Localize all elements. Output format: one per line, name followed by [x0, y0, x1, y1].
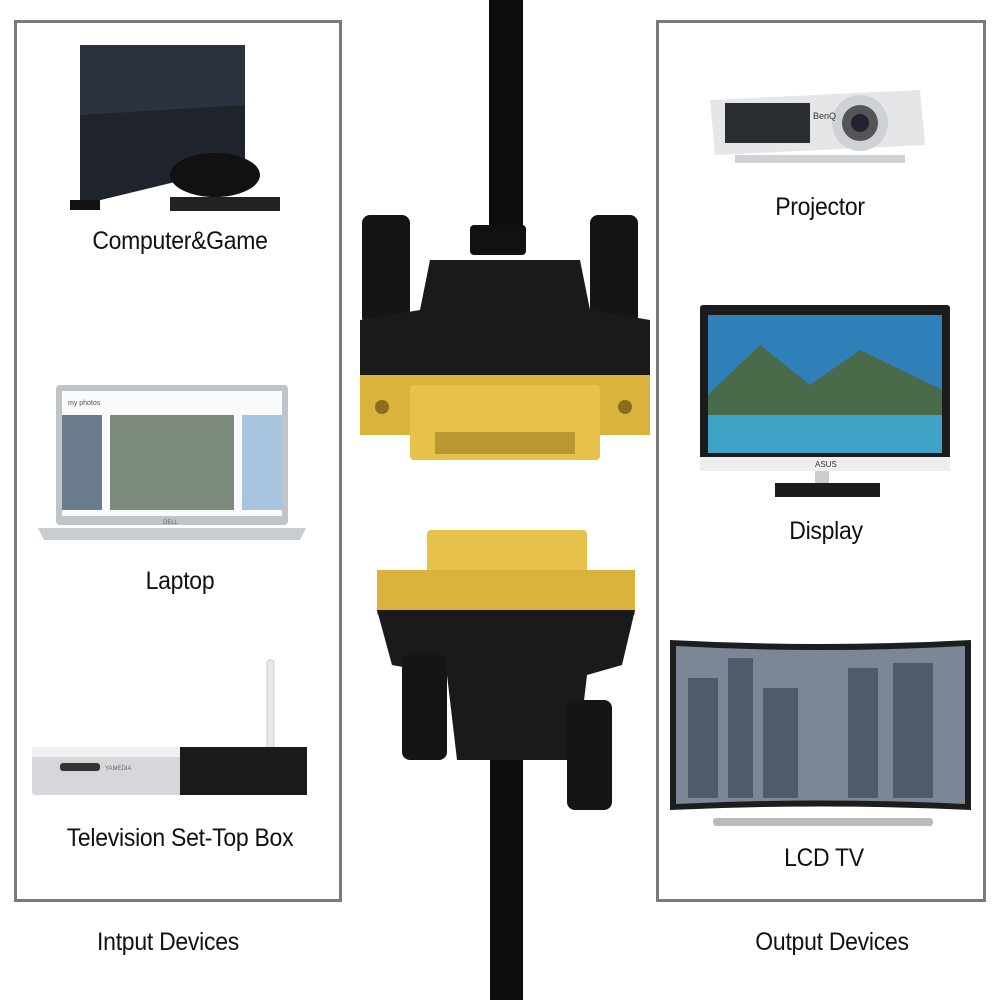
output-devices-caption: Output Devices: [755, 928, 909, 956]
projector-brand: BenQ: [813, 111, 836, 121]
laptop-icon: my photos DELL: [38, 385, 306, 540]
device-label: LCD TV: [784, 844, 864, 872]
screen-title: my photos: [68, 400, 101, 407]
curved-tv-icon: [670, 640, 971, 826]
game-console-icon: [70, 45, 280, 211]
set-top-box-icon: YAMEDIA: [32, 659, 307, 795]
device-label: Computer&Game: [92, 227, 268, 255]
device-label: Laptop: [145, 567, 215, 595]
projector-icon: BenQ: [710, 90, 925, 163]
laptop-brand: DELL: [163, 520, 179, 526]
input-devices-caption: Intput Devices: [97, 928, 239, 956]
device-label: Projector: [775, 193, 865, 221]
box-brand: YAMEDIA: [105, 766, 132, 772]
dvi-connector-icon: [377, 530, 635, 810]
dvi-connector-icon: [360, 215, 650, 460]
monitor-icon: ASUS: [700, 305, 950, 497]
device-label: Display: [789, 517, 863, 545]
device-label: Television Set-Top Box: [66, 824, 294, 852]
monitor-brand: ASUS: [815, 460, 837, 469]
